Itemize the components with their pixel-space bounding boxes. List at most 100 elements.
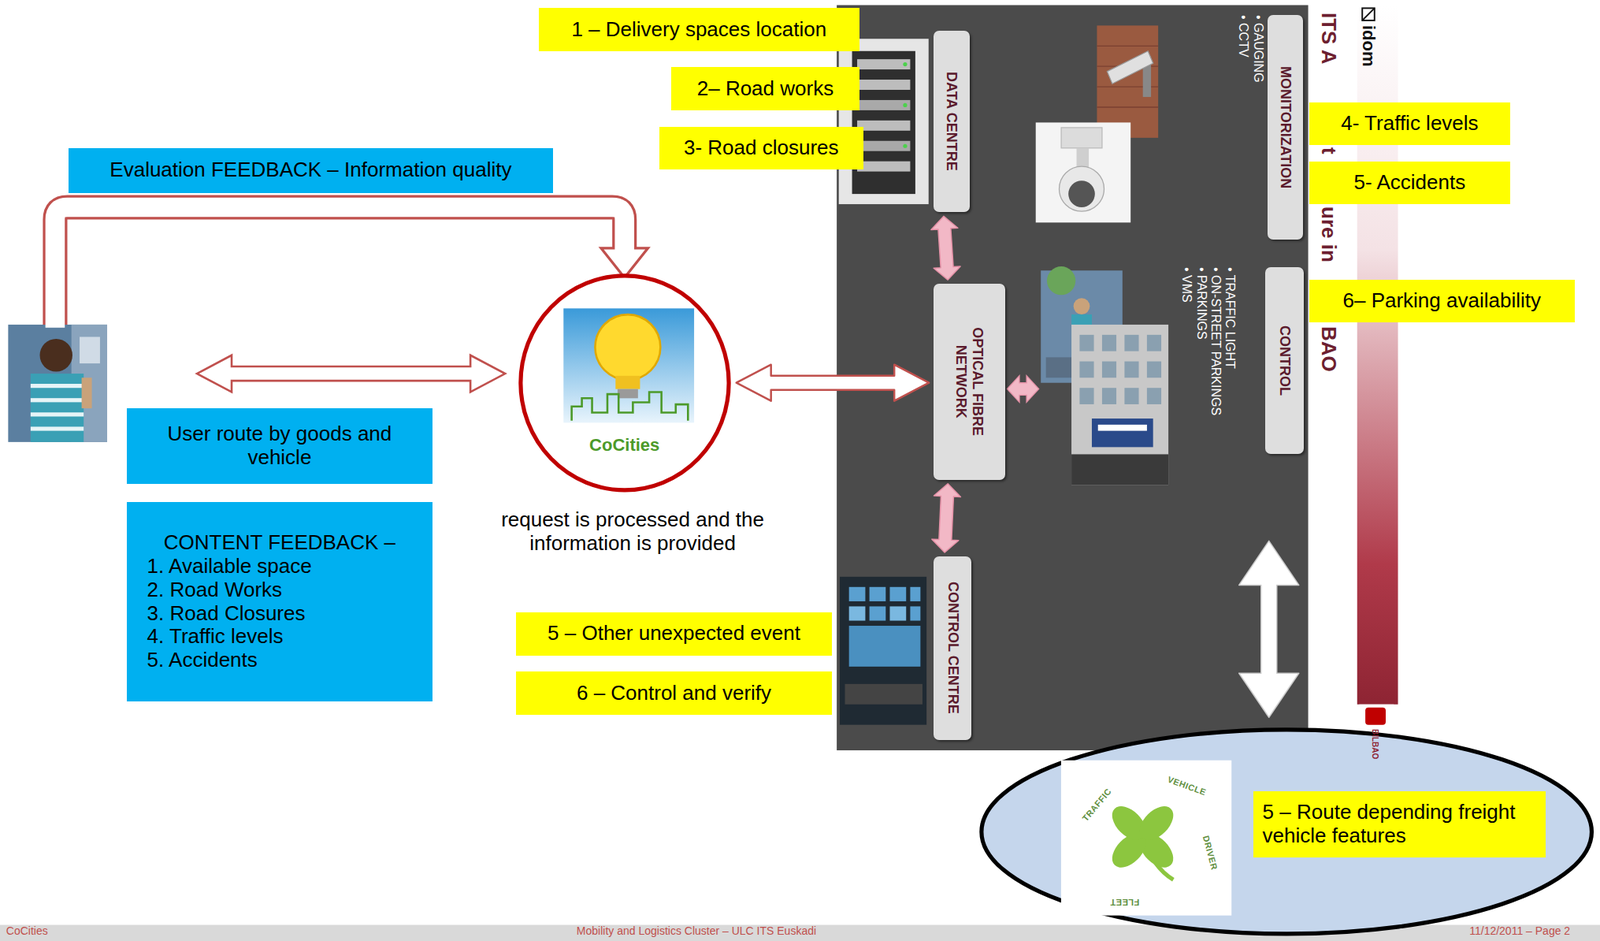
bulb-logo-part: [571, 391, 688, 420]
node-text: CONTROL CENTRE: [944, 581, 962, 714]
node-text: 5 – Route depending freight vehicle feat…: [1262, 800, 1537, 848]
building-photo-part: [1124, 361, 1139, 379]
bulb-logo-part: [563, 308, 695, 423]
callout-box: 5- Accidents: [1309, 161, 1511, 205]
server-photo-part: [857, 79, 910, 90]
callout-box: 6 – Control and verify: [516, 671, 832, 714]
component-box: CONTROL CENTRE: [933, 556, 972, 740]
server-photo-part: [852, 51, 916, 194]
person-photo-part: [40, 338, 73, 372]
logo-word: FLEET: [1109, 897, 1140, 907]
node-text: CoCities: [517, 434, 732, 455]
dome-camera-photo-part: [1061, 127, 1103, 149]
server-photo-part: [902, 103, 907, 108]
control-room-photo-part: [869, 605, 887, 620]
person-photo-part: [30, 412, 84, 416]
building-photo-part: [1079, 361, 1094, 379]
panel-title: ure in: [1317, 206, 1341, 263]
building-photo-part: [1124, 334, 1139, 352]
link-double-arrow: [931, 215, 961, 280]
server-photo: [838, 38, 929, 205]
server-photo-part: [857, 120, 910, 131]
node-text: DATA CENTRE: [943, 71, 961, 171]
server-photo-part: [857, 100, 910, 111]
dome-camera-photo-part: [1035, 122, 1131, 223]
bilbao-logo-mark: [1365, 707, 1386, 725]
cctv-photo-part: [1106, 51, 1153, 84]
bulb-logo-part: [617, 388, 639, 398]
street-photo-part: [1073, 297, 1091, 315]
control-room-photo-part: [849, 586, 866, 602]
building-photo: [1071, 324, 1169, 485]
building-photo-part: [1071, 324, 1169, 485]
bullet-item: • ON-STREET PARKINGS: [1208, 267, 1223, 416]
panel-title: ITS A: [1317, 12, 1341, 64]
callout-box: 3- Road closures: [659, 126, 864, 170]
evaluation-feedback-arrow-part: [55, 207, 625, 328]
server-photo-part: [838, 38, 929, 205]
node-text: 3. Road Closures: [147, 601, 306, 626]
dome-camera-photo-part: [1059, 166, 1105, 212]
node-text: 5. Accidents: [147, 648, 258, 672]
bullet-item: • TRAFFIC LIGHT: [1222, 267, 1237, 369]
node-text: 2. Road Works: [147, 578, 283, 602]
node-text: 6 – Control and verify: [576, 681, 772, 706]
node-text: 1 – Delivery spaces location: [571, 18, 827, 42]
server-photo-part: [857, 161, 910, 172]
callout-box: 5 – Route depending freight vehicle feat…: [1253, 790, 1547, 858]
control-room-photo-part: [869, 586, 887, 602]
cctv-photo-part: [1096, 25, 1159, 138]
link-double-arrow: [931, 483, 962, 553]
bulb-logo: [563, 308, 695, 423]
clover-logo-part: [1061, 760, 1232, 916]
person-photo-part: [30, 426, 84, 431]
node-text: OPTICAL FIBRE NETWORK: [953, 304, 986, 458]
node-text: 5- Accidents: [1354, 170, 1467, 195]
node-text: CONTENT FEEDBACK –: [163, 530, 396, 555]
person-photo-part: [79, 336, 101, 364]
street-photo-part: [1046, 266, 1076, 295]
info-box: User route by goods and vehicle: [126, 408, 434, 484]
callout-box: 2– Road works: [671, 66, 859, 110]
evaluation-feedback-arrow-part: [55, 207, 625, 325]
evaluation-feedback-arrow-part: [601, 248, 649, 279]
node-text: Evaluation FEEDBACK – Information qualit…: [109, 158, 512, 182]
control-room-photo-part: [909, 605, 921, 620]
node-text: MONITORIZATION: [1277, 66, 1294, 189]
cctv-photo-part: [1096, 106, 1159, 108]
person-photo-part: [7, 324, 108, 442]
building-photo-part: [1147, 334, 1162, 352]
node-text: 3- Road closures: [683, 136, 839, 160]
building-photo-part: [1102, 387, 1117, 405]
art-group: [0, 4, 1600, 941]
bulb-logo-part: [594, 314, 661, 380]
control-room-photo-part: [890, 586, 907, 602]
control-room-photo-part: [849, 605, 866, 620]
bulb-logo-part: [615, 375, 640, 390]
footer-text: 11/12/2011 – Page 2: [1469, 924, 1571, 937]
clover-logo: [1061, 760, 1232, 916]
callout-box: 6– Parking availability: [1309, 279, 1575, 323]
component-box: DATA CENTRE: [933, 30, 969, 213]
panel-title: t: [1317, 147, 1341, 155]
building-photo-part: [1079, 387, 1094, 405]
bullet-item: • CCTV: [1236, 14, 1251, 58]
dome-camera-photo: [1035, 122, 1131, 223]
footer-text: CoCities: [6, 924, 49, 937]
building-photo-part: [1147, 387, 1162, 405]
bullet-item: • PARKINGS: [1194, 267, 1209, 340]
control-room-photo-part: [890, 605, 907, 620]
app-ellipse: TRAFFICVEHICLEDRIVERFLEET5 – Route depen…: [978, 726, 1595, 937]
control-room-photo-part: [845, 683, 923, 705]
fibre-link-arrow: [1006, 375, 1039, 403]
panel-title: BAO: [1317, 326, 1341, 372]
component-box: OPTICAL FIBRE NETWORK: [933, 283, 1006, 480]
component-box: CONTROL: [1265, 267, 1304, 454]
node-text: 4- Traffic levels: [1340, 111, 1478, 136]
logo-text: BILBAO: [1370, 728, 1380, 759]
hub-circle: CoCities: [517, 272, 732, 494]
node-text: 1. Available space: [147, 554, 312, 579]
bullet-item: • VMS: [1180, 267, 1195, 303]
server-photo-part: [857, 59, 910, 70]
